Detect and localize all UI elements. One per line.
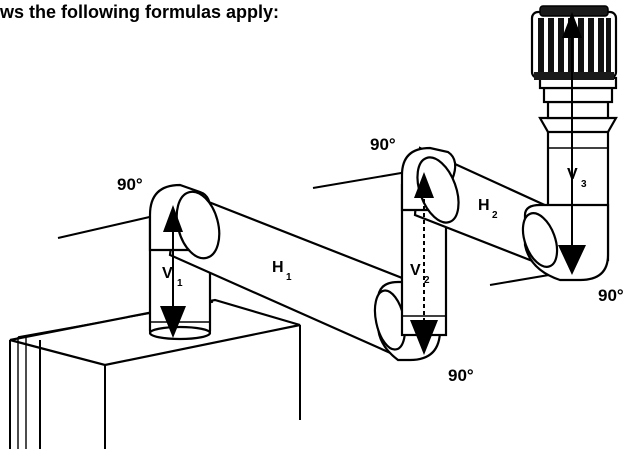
- caption-text: ws the following formulas apply:: [0, 2, 280, 22]
- segment-label-v2: V 2: [410, 262, 430, 286]
- segment-letter-h1: H: [272, 259, 284, 276]
- segment-sub-h1: 1: [286, 272, 292, 283]
- elbow-1: [148, 183, 221, 260]
- segment-sub-v3: 3: [581, 179, 587, 190]
- arrow-v1: [160, 205, 186, 338]
- segment-letter-v1: V: [162, 265, 173, 282]
- terminal-cowl: [530, 5, 618, 80]
- segment-label-v1: V 1: [162, 265, 183, 289]
- segment-sub-v2: 2: [424, 275, 430, 286]
- segment-letter-v3: V: [567, 166, 578, 183]
- elbow-label-2: 90°: [370, 135, 396, 154]
- terminal-collar: [538, 76, 618, 134]
- segment-label-v3: V 3: [567, 166, 587, 190]
- elbow-3: [400, 146, 460, 224]
- elbow-4: [521, 203, 610, 282]
- segment-letter-v2: V: [410, 262, 421, 279]
- segment-letter-h2: H: [478, 197, 490, 214]
- elbow-label-1: 90°: [117, 175, 143, 194]
- segment-sub-h2: 2: [492, 210, 498, 221]
- elbow-label-3: 90°: [448, 366, 474, 385]
- arrow-v2: [410, 172, 438, 355]
- arrow-v3: [558, 12, 586, 275]
- segment-label-h1: H 1: [272, 259, 292, 283]
- segment-sub-v1: 1: [177, 278, 183, 289]
- segment-label-h2: H 2: [478, 197, 498, 221]
- elbow-label-4: 90°: [598, 286, 624, 305]
